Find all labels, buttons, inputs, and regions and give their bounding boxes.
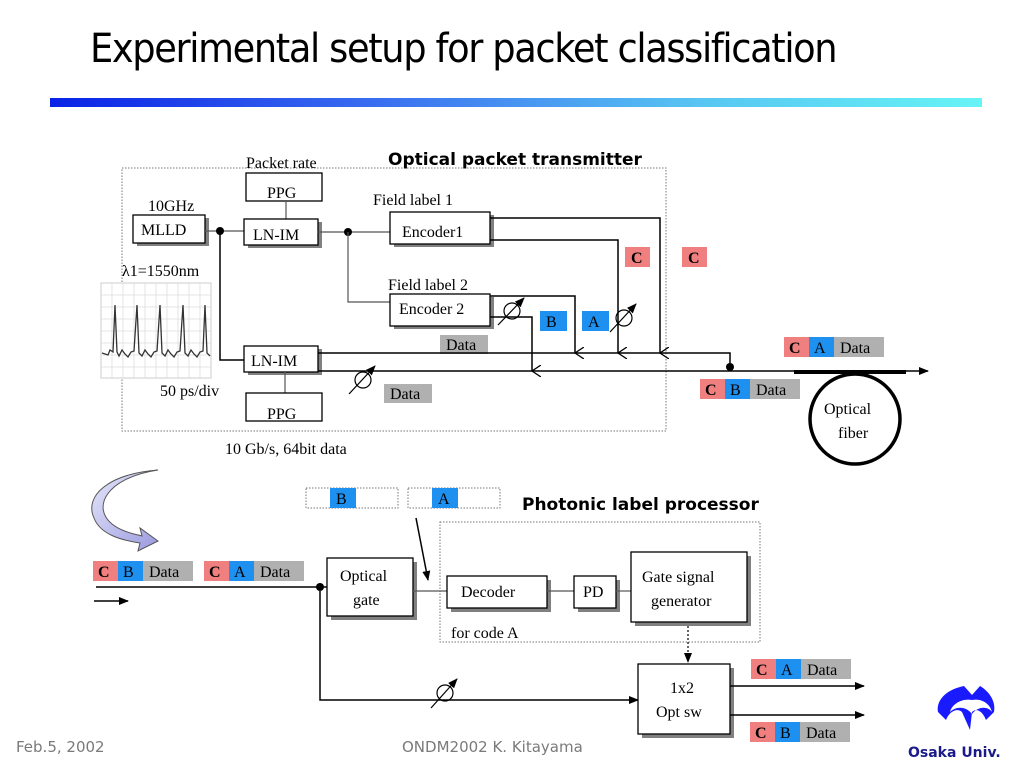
code-label: for code A (451, 625, 519, 642)
svg-text:C: C (755, 725, 767, 742)
ln-im-top-block: LN-IM (243, 218, 322, 248)
svg-text:Optical: Optical (340, 568, 388, 585)
svg-text:PPG: PPG (267, 406, 297, 423)
packet-rate-label: Packet rate (246, 155, 317, 172)
data-chip: Data (384, 384, 432, 403)
title-gradient-rule (50, 98, 982, 107)
input-packet-c-a-data: C A Data (204, 561, 304, 581)
svg-text:Data: Data (756, 382, 786, 399)
svg-text:A: A (588, 314, 600, 331)
svg-text:B: B (123, 564, 134, 581)
footer-conference: ONDM2002 K. Kitayama (402, 738, 583, 756)
svg-text:Data: Data (446, 337, 476, 354)
output-packet-c-a-data: C A Data (751, 659, 851, 679)
optical-fiber-label-line1: Optical (824, 401, 872, 418)
input-packet-c-b-data: C B Data (93, 561, 193, 581)
svg-text:Decoder: Decoder (461, 584, 516, 601)
svg-text:C: C (209, 564, 221, 581)
phase-shifter-icon (497, 297, 525, 326)
svg-text:Data: Data (390, 386, 420, 403)
svg-text:B: B (546, 314, 557, 331)
pulse-train-oscilloscope (100, 282, 212, 379)
phase-shifter-icon (430, 678, 458, 709)
gate-signal-generator-block: Gate signal generator (630, 551, 751, 626)
encoder2-block: Encoder 2 (389, 293, 494, 329)
timebase-label: 50 ps/div (160, 383, 219, 400)
label-chip-c: C (682, 247, 707, 267)
decoder-block: Decoder (446, 575, 551, 612)
label-chip-c: C (625, 247, 650, 267)
wavelength-label: λ1=1550nm (122, 263, 200, 280)
frequency-label: 10GHz (148, 198, 194, 215)
ppg-top-block: PPG (245, 172, 323, 202)
svg-text:MLLD: MLLD (141, 222, 186, 239)
probe-slot-a: A (407, 487, 501, 509)
ppg-bottom-block: PPG (245, 392, 323, 423)
ln-im-bottom-block: LN-IM (243, 345, 322, 375)
photodetector-block: PD (573, 575, 620, 612)
footer-date: Feb.5, 2002 (16, 738, 105, 756)
svg-text:B: B (730, 382, 741, 399)
svg-text:Osaka Univ.: Osaka Univ. (908, 745, 1001, 761)
phase-shifter-icon (348, 365, 376, 395)
svg-text:LN-IM: LN-IM (251, 353, 297, 370)
svg-text:A: A (438, 491, 450, 508)
svg-text:B: B (780, 725, 791, 742)
optical-fiber-coil (808, 372, 902, 466)
svg-text:C: C (789, 340, 801, 357)
probe-slot-b: B (305, 487, 399, 509)
svg-text:C: C (98, 564, 110, 581)
field-label-2: Field label 2 (388, 277, 468, 294)
data-chip: Data (440, 335, 488, 354)
processor-boundary (439, 521, 761, 643)
slide-title: Experimental setup for packet classifica… (90, 26, 838, 72)
packet-c-a-data: C A Data (784, 337, 884, 357)
optical-fiber-label-line2: fiber (838, 425, 869, 442)
label-chip-b: B (540, 311, 567, 331)
svg-text:PD: PD (583, 584, 603, 601)
svg-text:A: A (234, 564, 246, 581)
optical-gate-block: Optical gate (326, 557, 417, 620)
svg-text:Data: Data (806, 725, 836, 742)
svg-text:Encoder 2: Encoder 2 (399, 301, 464, 318)
svg-text:Gate signal: Gate signal (642, 569, 715, 586)
mlld-block: MLLD (132, 214, 209, 246)
encoder1-block: Encoder1 (389, 211, 494, 247)
output-packet-c-b-data: C B Data (750, 722, 850, 742)
svg-text:Data: Data (840, 340, 870, 357)
processor-heading: Photonic label processor (522, 495, 759, 515)
osaka-university-logo: Osaka Univ. (908, 686, 1001, 761)
svg-text:Data: Data (149, 564, 179, 581)
curved-transition-arrow-icon (91, 469, 159, 552)
optical-switch-block: 1x2 Opt sw (637, 663, 734, 738)
field-label-1: Field label 1 (373, 192, 453, 209)
label-chip-a: A (582, 311, 609, 331)
svg-text:Data: Data (807, 662, 837, 679)
svg-text:B: B (336, 491, 347, 508)
svg-text:C: C (705, 382, 717, 399)
svg-text:Opt sw: Opt sw (656, 704, 702, 721)
svg-text:LN-IM: LN-IM (253, 227, 299, 244)
svg-text:generator: generator (651, 593, 712, 610)
svg-text:C: C (631, 250, 643, 267)
svg-text:1x2: 1x2 (670, 680, 694, 697)
svg-text:gate: gate (353, 592, 380, 609)
svg-text:Data: Data (260, 564, 290, 581)
svg-text:A: A (781, 662, 793, 679)
svg-text:Encoder1: Encoder1 (402, 224, 463, 241)
svg-text:A: A (814, 340, 826, 357)
svg-text:PPG: PPG (267, 185, 297, 202)
data-rate-label: 10 Gb/s, 64bit data (225, 441, 347, 458)
svg-text:C: C (688, 250, 700, 267)
transmitter-heading: Optical packet transmitter (388, 150, 643, 170)
svg-text:C: C (756, 662, 768, 679)
packet-c-b-data: C B Data (700, 379, 800, 399)
phase-shifter-icon (609, 303, 637, 333)
